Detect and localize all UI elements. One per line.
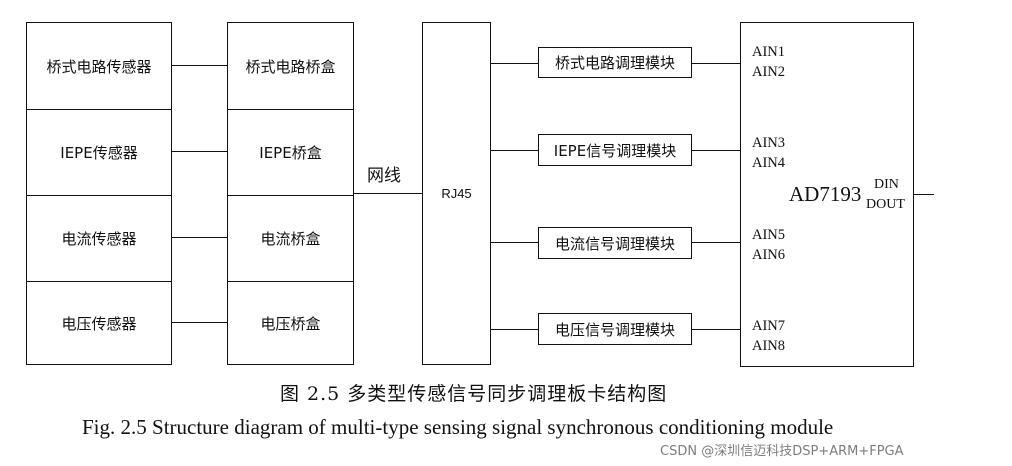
adc-ad7193 — [740, 22, 914, 367]
connector-line — [491, 150, 538, 151]
sensor-bridge-circuit: 桥式电路传感器 — [27, 23, 171, 109]
connector-line — [692, 329, 740, 330]
connector-line — [692, 150, 740, 151]
adc-output-line — [914, 194, 934, 195]
bridge-box-label: IEPE桥盒 — [259, 144, 322, 162]
connector-line — [172, 65, 227, 66]
bridge-box-group: 桥式电路桥盒 IEPE桥盒 电流桥盒 电压桥盒 — [227, 22, 354, 365]
adc-input-pin: AIN2 — [752, 64, 786, 80]
sensor-group: 桥式电路传感器 IEPE传感器 电流传感器 电压传感器 — [26, 22, 172, 365]
adc-input-pin: AIN1 — [752, 44, 786, 60]
connector-line — [491, 329, 538, 330]
bridge-box-label: 电压桥盒 — [260, 315, 321, 333]
connector-line — [692, 63, 740, 64]
bridge-box-label: 桥式电路桥盒 — [245, 57, 336, 76]
module-label: 电压信号调理模块 — [554, 320, 675, 339]
adc-input-pin: AIN3 — [752, 135, 786, 151]
bridge-box-current: 电流桥盒 — [228, 195, 353, 281]
adc-chip-name: AD7193 — [789, 182, 862, 206]
connector-line — [491, 63, 538, 64]
sensor-current: 电流传感器 — [27, 195, 171, 281]
module-label: 电流信号调理模块 — [554, 234, 675, 253]
rj45-connector: RJ45 — [422, 22, 491, 365]
adc-input-pin: AIN6 — [752, 247, 786, 263]
figure-caption-chinese: 图 2.5 多类型传感信号同步调理板卡结构图 — [280, 383, 668, 405]
adc-input-pin: AIN7 — [752, 318, 786, 334]
sensor-label: 桥式电路传感器 — [46, 57, 152, 76]
sensor-voltage: 电压传感器 — [27, 281, 171, 365]
bridge-box-iepe: IEPE桥盒 — [228, 109, 353, 195]
module-label: 桥式电路调理模块 — [554, 54, 675, 72]
sensor-iepe: IEPE传感器 — [27, 109, 171, 195]
connector-line — [172, 322, 227, 323]
figure-caption-english: Fig. 2.5 Structure diagram of multi-type… — [82, 415, 834, 439]
adc-dout-pin: DOUT — [866, 197, 905, 212]
module-voltage: 电压信号调理模块 — [538, 313, 692, 345]
connector-line — [491, 242, 538, 243]
connector-line — [172, 151, 227, 152]
network-cable-label: 网线 — [367, 166, 401, 186]
bridge-box-bridge-circuit: 桥式电路桥盒 — [228, 23, 353, 109]
adc-input-pin: AIN5 — [752, 227, 786, 243]
csdn-watermark: CSDN @深圳信迈科技DSP+ARM+FPGA — [660, 444, 904, 459]
adc-input-pin: AIN8 — [752, 338, 786, 354]
adc-input-pin: AIN4 — [752, 155, 786, 171]
connector-line — [172, 237, 227, 238]
sensor-label: 电压传感器 — [61, 315, 137, 333]
module-bridge-circuit: 桥式电路调理模块 — [538, 47, 692, 78]
sensor-label: 电流传感器 — [61, 230, 137, 248]
module-label: IEPE信号调理模块 — [553, 141, 677, 160]
adc-din-pin: DIN — [874, 177, 899, 192]
bridge-box-voltage: 电压桥盒 — [228, 281, 353, 365]
connector-line — [692, 242, 740, 243]
module-iepe: IEPE信号调理模块 — [538, 134, 692, 166]
bridge-box-label: 电流桥盒 — [260, 230, 321, 248]
sensor-label: IEPE传感器 — [60, 144, 138, 162]
rj45-label: RJ45 — [441, 186, 472, 201]
network-cable-line — [354, 193, 422, 194]
module-current: 电流信号调理模块 — [538, 227, 692, 259]
